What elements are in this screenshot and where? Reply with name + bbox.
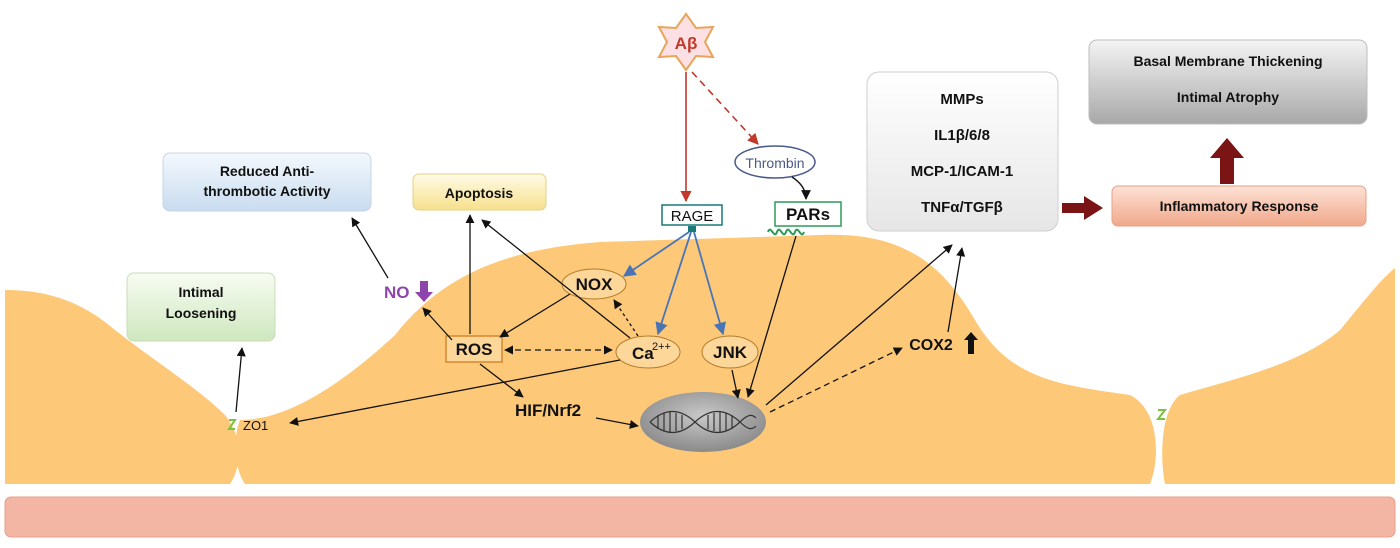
ros-label: ROS	[456, 340, 493, 359]
mediators-box	[866, 71, 1059, 232]
intimal-loosening-box	[126, 272, 276, 342]
mediator-mcp1-icam1: MCP-1/ICAM-1	[911, 163, 1014, 180]
intimal-loosening-line1: Intimal	[178, 284, 223, 300]
ros-to-hif-arrow	[479, 363, 524, 398]
apoptosis-box	[412, 173, 547, 211]
pars-to-nucleus-arrow	[745, 235, 797, 398]
no-label: NO	[384, 283, 410, 302]
no-to-reduced-antithrombotic-arrow	[351, 217, 389, 279]
ros-node	[445, 335, 503, 363]
cox2-label: COX2	[909, 337, 953, 354]
mediator-il1b: IL1β/6/8	[934, 127, 990, 144]
mediator-mmps: MMPs	[940, 91, 983, 108]
dna-helix-icon	[649, 410, 757, 434]
rage-to-calcium-arrow	[655, 231, 692, 336]
cox2-to-mediators-arrow	[947, 247, 966, 333]
calcium-superscript: 2++	[652, 341, 671, 353]
nucleus-to-cox2-arrow	[769, 347, 903, 413]
rage-anchor	[688, 226, 696, 232]
junction-right	[1155, 409, 1168, 420]
thrombin-node	[734, 145, 816, 179]
pars-label: PARs	[786, 205, 830, 224]
reduced-antithrombotic-line2: thrombotic Activity	[203, 183, 330, 199]
inflammatory-response-label: Inflammatory Response	[1160, 198, 1319, 214]
nucleus	[640, 392, 766, 452]
inflammation-to-basal-arrow	[1210, 138, 1244, 184]
jnk-label: JNK	[713, 343, 748, 362]
zo1-to-intimal-loosening-arrow	[235, 347, 246, 413]
hif-nrf2-label: HIF/Nrf2	[515, 401, 581, 420]
apoptosis-label: Apoptosis	[445, 185, 514, 201]
cox2-up-arrow-icon	[964, 332, 978, 354]
no-down-arrow-icon	[415, 281, 433, 302]
endothelial-cell-right	[1162, 268, 1395, 484]
pars-receptor	[774, 201, 842, 227]
nox-to-ros-arrow	[499, 293, 571, 338]
nucleus-to-mediators-arrow	[765, 244, 953, 406]
mediator-tnfa-tgfb: TNFα/TGFβ	[921, 199, 1003, 216]
thrombin-to-pars-arrow	[791, 176, 811, 200]
rage-to-nox-arrow	[622, 231, 690, 277]
rage-receptor	[661, 204, 723, 226]
jnk-node	[701, 335, 759, 369]
pars-coil	[767, 228, 805, 236]
calcium-node	[615, 335, 681, 369]
endothelial-cell-center	[235, 234, 1156, 484]
junction-left	[227, 419, 237, 430]
abeta-to-thrombin-arrow	[691, 71, 759, 145]
intimal-atrophy-label: Intimal Atrophy	[1177, 89, 1279, 105]
basal-membrane-box	[1088, 39, 1368, 125]
abeta-label: Aβ	[675, 34, 698, 53]
rage-to-jnk-arrow	[693, 231, 726, 336]
ros-to-no-arrow	[422, 307, 453, 341]
reduced-antithrombotic-box	[162, 152, 372, 212]
zo1-label: ZO1	[243, 418, 268, 433]
mediators-to-inflammation-arrow	[1062, 196, 1103, 220]
basal-membrane-thickening-label: Basal Membrane Thickening	[1133, 53, 1322, 69]
nox-label: NOX	[576, 275, 614, 294]
rage-label: RAGE	[671, 208, 714, 225]
thrombin-label: Thrombin	[745, 155, 804, 171]
hif-to-nucleus-arrow	[595, 417, 639, 429]
basement-membrane	[4, 496, 1396, 538]
endothelial-cell-left	[5, 290, 239, 484]
reduced-antithrombotic-line1: Reduced Anti-	[220, 163, 315, 179]
abeta-star	[657, 12, 715, 72]
calcium-label: Ca	[632, 344, 654, 363]
calcium-to-apoptosis-arrow	[481, 219, 631, 339]
inflammatory-response-box	[1111, 185, 1367, 227]
calcium-to-nox-arrow	[613, 299, 639, 337]
calcium-to-zo1-arrow	[289, 359, 621, 426]
intimal-loosening-line2: Loosening	[166, 305, 237, 321]
jnk-to-nucleus-arrow	[731, 369, 741, 399]
